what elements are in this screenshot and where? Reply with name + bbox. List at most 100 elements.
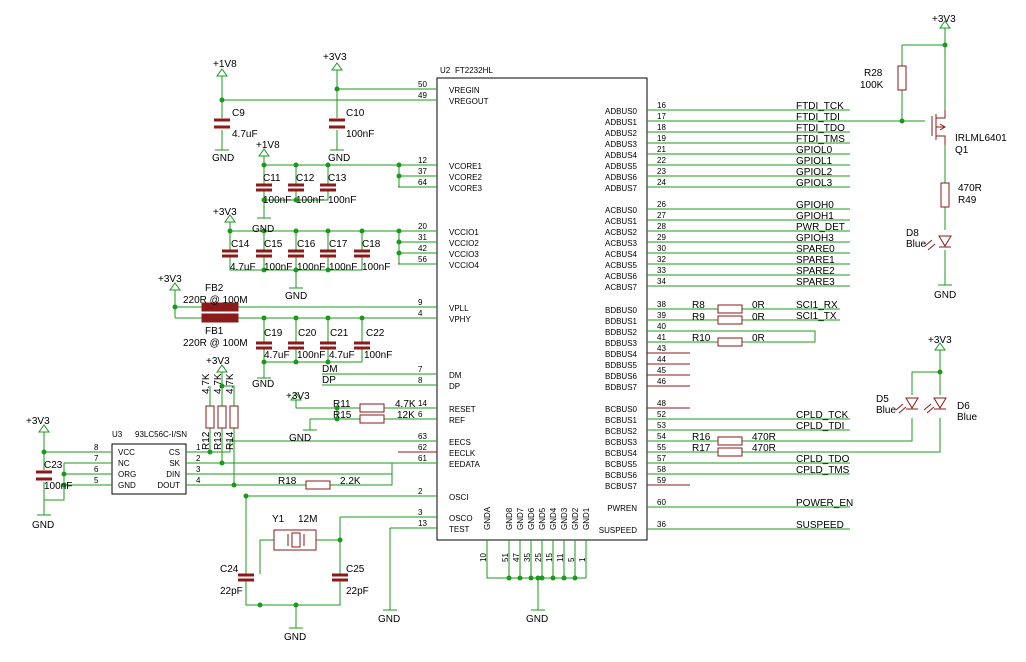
pin-number: 7 — [94, 454, 99, 463]
pin-number: 56 — [418, 255, 427, 264]
pin-number: 4 — [418, 309, 423, 318]
capacitor-c9: C9 4.7uF — [214, 108, 258, 140]
res-value: 4.7K — [201, 373, 212, 394]
crystal-ref: Y1 — [272, 514, 285, 525]
res-ref: R8 — [692, 300, 705, 311]
pin-number: 33 — [657, 266, 666, 275]
capacitor-c18: C18 100nF — [354, 239, 390, 273]
pin-name: ADBUS3 — [605, 140, 638, 149]
resistor-r49: 470R R49 — [940, 182, 982, 208]
pin-name: SUSPEED — [599, 526, 637, 535]
res-value: 4.7K — [225, 373, 236, 394]
cap-ref: C25 — [346, 564, 365, 575]
capacitors: C9 4.7uF C10 100nF C11 100nF C12 100nF C… — [36, 108, 392, 597]
gnd-vphy: GND — [252, 377, 274, 390]
cap-value: 100nF — [362, 262, 390, 273]
crystal-y1: Y1 12M — [272, 514, 317, 551]
res-value: 2.2K — [340, 476, 361, 487]
net-label: SCI1_RX — [796, 300, 838, 311]
cap-ref: C18 — [362, 239, 381, 250]
cap-value: 4.7uF — [329, 350, 355, 361]
net-label: CPLD_TMS — [796, 465, 850, 476]
net-label: GPIOL0 — [796, 145, 833, 156]
pin-number: 8 — [94, 443, 99, 452]
pin-number: 3 — [418, 508, 423, 517]
chip-u2-ref: U2 — [440, 66, 451, 75]
res-ref: R16 — [692, 432, 711, 443]
capacitor-c12: C12 100nF — [288, 173, 324, 206]
gnd-label: GND — [212, 153, 234, 164]
resistor-r16: R16 470R — [692, 432, 776, 446]
gnd-label: GND — [284, 632, 306, 643]
gnd-label: GND — [285, 291, 307, 302]
led-d6: D6 Blue — [923, 397, 977, 423]
cap-value: 4.7uF — [230, 262, 256, 273]
ferrite-ref: FB1 — [205, 326, 224, 337]
pin-name: RESET — [449, 405, 476, 414]
pin-name: SK — [169, 459, 180, 468]
pin-number: 37 — [418, 167, 427, 176]
cap-ref: C23 — [44, 460, 63, 471]
pin-name: DIN — [166, 470, 180, 479]
power-3v3-vregin: +3V3 — [323, 52, 347, 71]
cap-value: 100nF — [329, 262, 357, 273]
resistor-r28: R28 100K — [860, 65, 907, 91]
power-3v3-u3: +3V3 — [26, 416, 50, 433]
pin-name: BCBUS4 — [605, 449, 638, 458]
pin-number: 2 — [418, 487, 423, 496]
pin-number: 52 — [657, 410, 666, 419]
led-value: Blue — [957, 412, 977, 423]
pin-number: 48 — [657, 399, 666, 408]
pin-number: 49 — [418, 91, 427, 100]
capacitor-c13: C13 100nF — [320, 173, 356, 206]
pin-name: ADBUS2 — [605, 129, 638, 138]
pin-name: GND3 — [560, 507, 569, 530]
pin-name: GND5 — [538, 507, 547, 530]
chip-u3: U3 93LC56C-I/SN 8VCC7NC6ORG5GND1CS2SK3DI… — [86, 430, 210, 495]
cap-value: 100nF — [297, 262, 325, 273]
pin-name: OSCI — [449, 493, 469, 502]
pin-name: ADBUS6 — [605, 173, 638, 182]
res-ref: R10 — [692, 333, 711, 344]
net-label: CPLD_TDO — [796, 454, 850, 465]
gnd-label: GND — [289, 433, 311, 444]
pin-name: GND7 — [516, 507, 525, 530]
pin-number: 6 — [418, 410, 423, 419]
pin-name: BDBUS4 — [605, 350, 638, 359]
net-label: SPARE0 — [796, 244, 835, 255]
pin-number: 1 — [196, 443, 201, 452]
pin-name: DM — [449, 371, 462, 380]
gnd-d8: GND — [934, 284, 956, 301]
pin-number: 45 — [657, 366, 666, 375]
resistor-r11: R11 4.7K — [333, 399, 416, 413]
cap-ref: C12 — [296, 173, 315, 184]
pin-number: 2 — [196, 454, 201, 463]
pin-name: BDBUS5 — [605, 361, 638, 370]
pin-number: 14 — [418, 399, 427, 408]
pin-number: 47 — [512, 553, 521, 562]
power-label: +3V3 — [158, 274, 182, 285]
gnd-c10: GND — [328, 149, 350, 164]
mosfet-q1: IRLML6401 Q1 — [931, 110, 1007, 156]
capacitor-c15: C15 100nF — [256, 239, 292, 273]
res-value: 470R — [958, 183, 982, 194]
net-label: GPIOL2 — [796, 167, 833, 178]
pin-name: ADBUS7 — [605, 184, 638, 193]
capacitor-c25: C25 22pF — [332, 564, 369, 597]
ferrite-value: 220R @ 100M — [183, 295, 248, 306]
pin-name: VPLL — [449, 304, 469, 313]
pin-number: 43 — [657, 344, 666, 353]
pin-number: 50 — [418, 80, 427, 89]
net-label: SPARE1 — [796, 255, 835, 266]
